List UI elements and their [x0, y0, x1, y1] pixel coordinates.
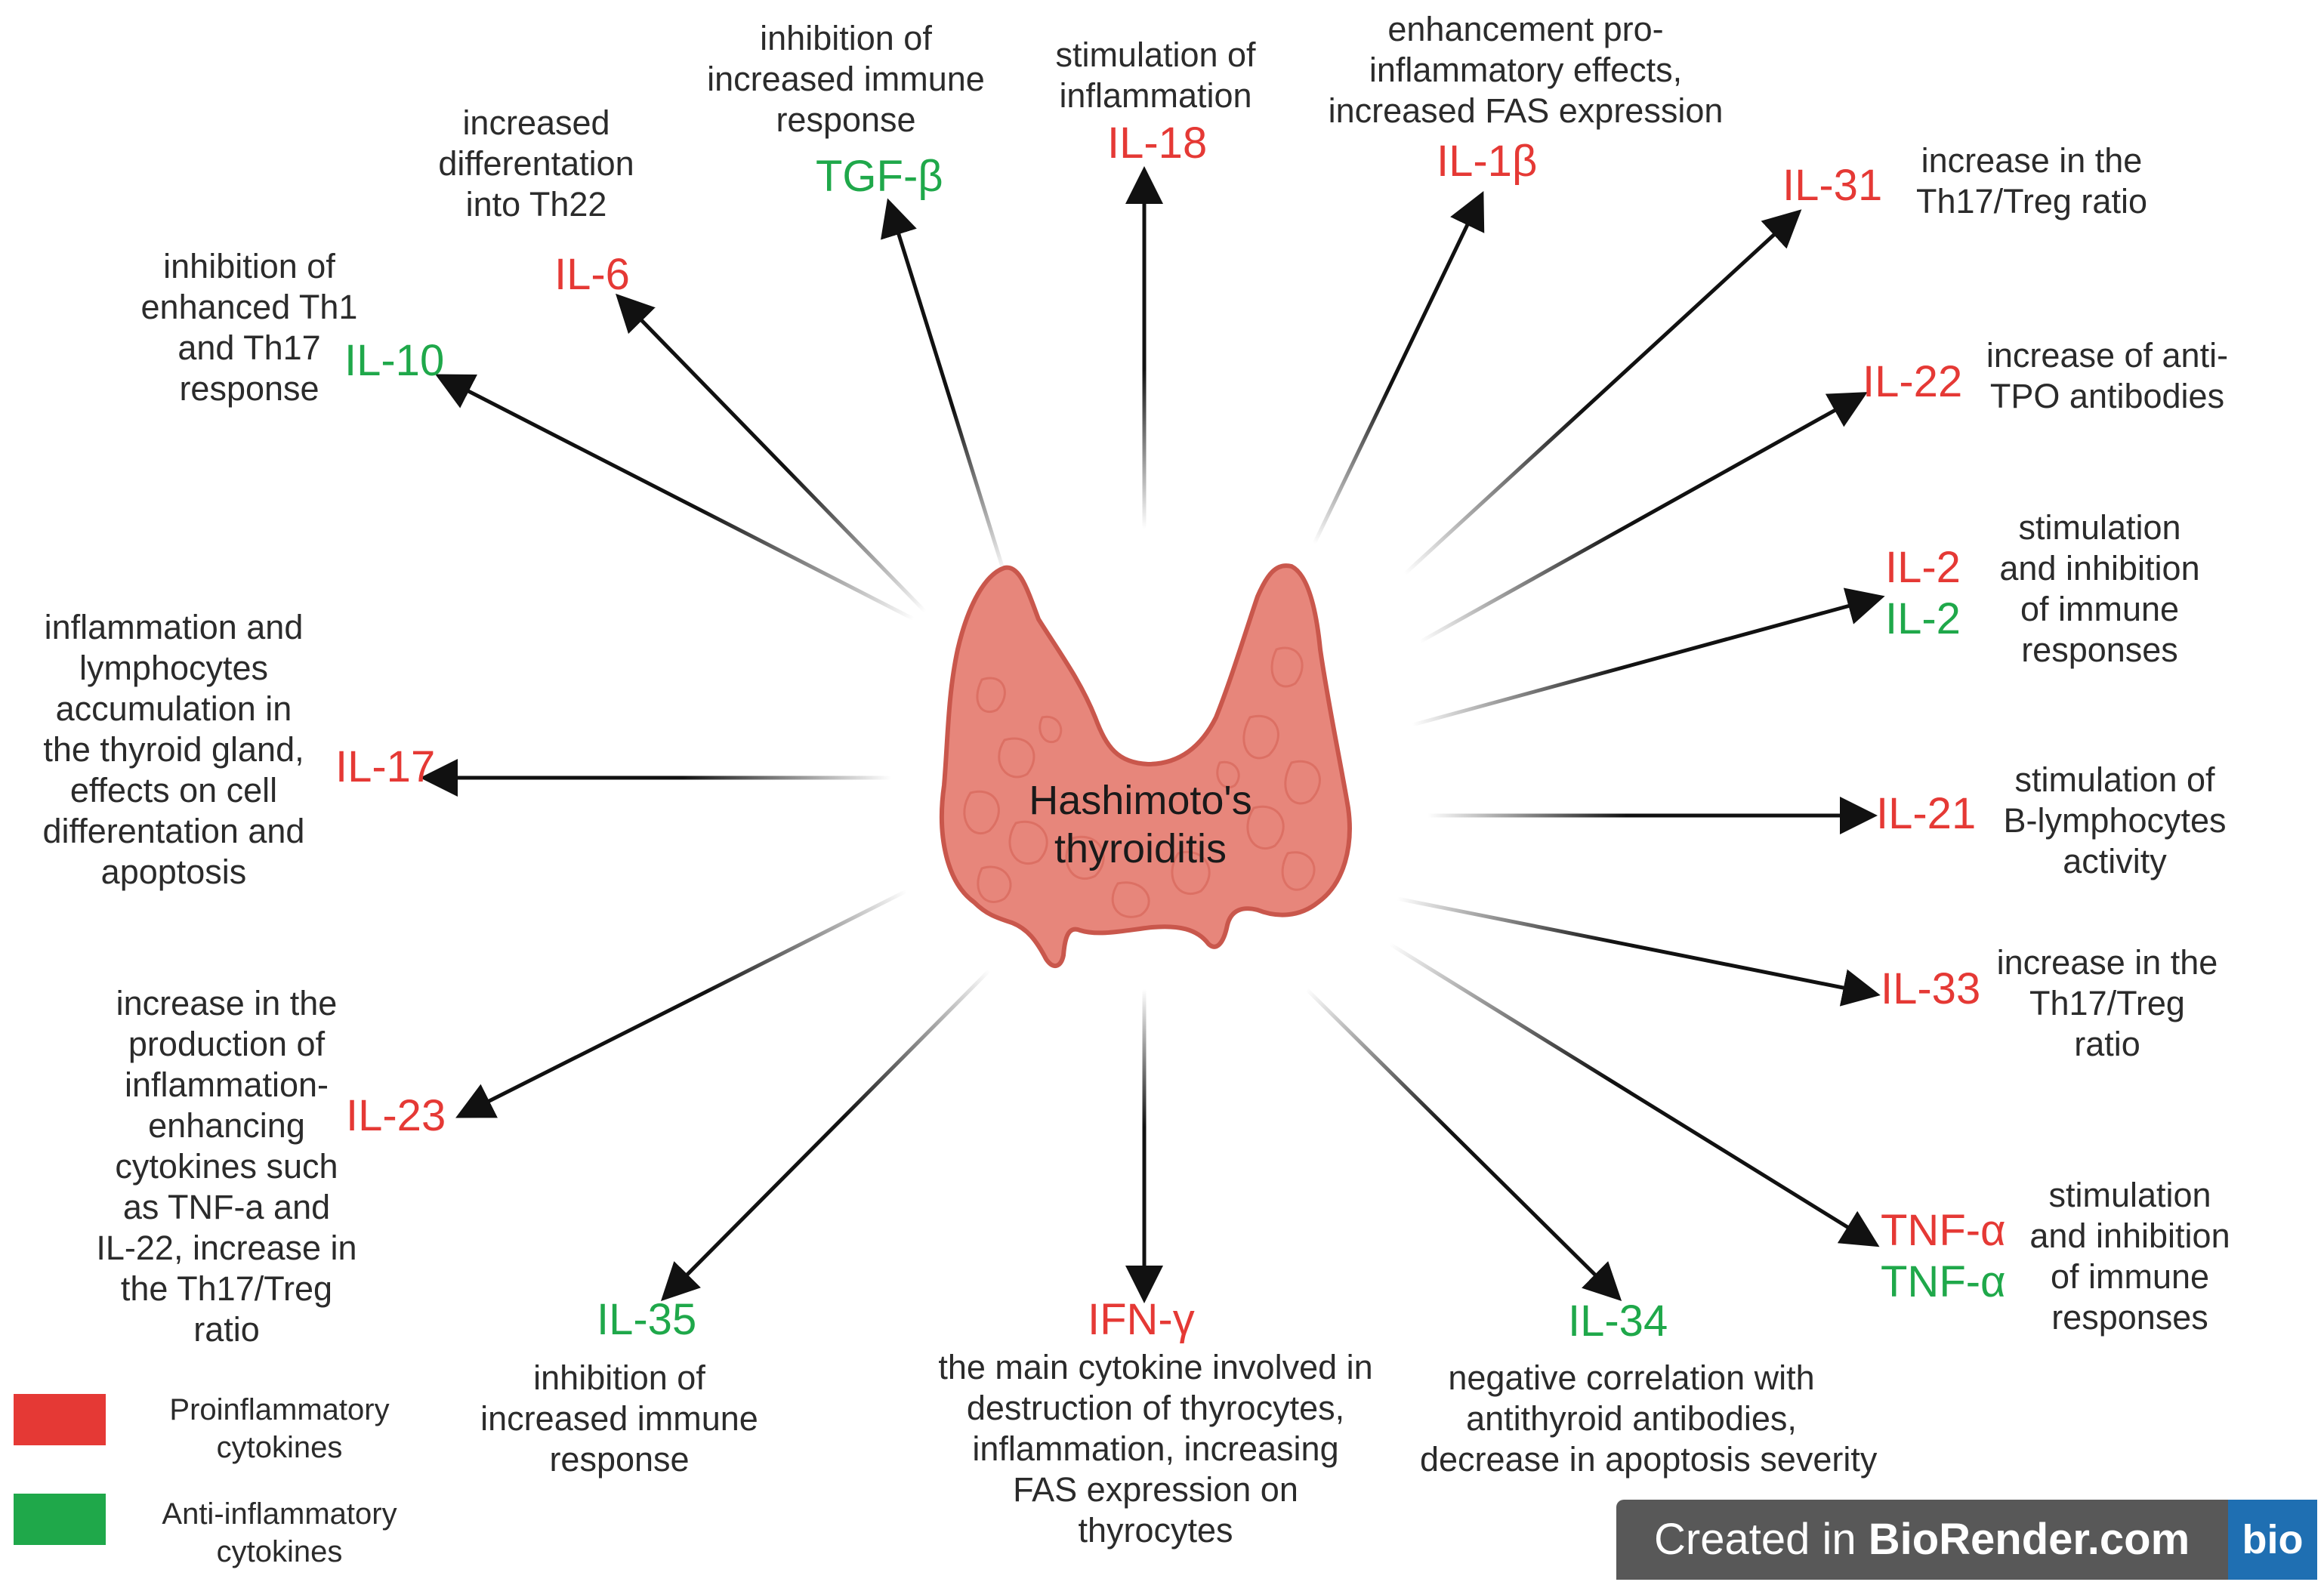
il17-label: IL-17 [335, 742, 436, 791]
il35-arrow [660, 969, 991, 1302]
il1b-arrow [1312, 190, 1485, 545]
il31-label: IL-31 [1782, 161, 1883, 210]
il2-arrow [1412, 587, 1885, 727]
il6-label: IL-6 [554, 250, 630, 299]
il23-description: increase in the production of inflammati… [96, 984, 357, 1349]
il35-description: inhibition of increased immune response [480, 1358, 758, 1479]
biorender-logo: bio [2228, 1500, 2317, 1580]
center-title: Hashimoto's thyroiditis [1012, 776, 1269, 873]
il18-description: stimulation of inflammation [1055, 35, 1256, 115]
il23-label: IL-23 [346, 1091, 446, 1140]
biorender-badge[interactable]: Created in BioRender.com bio [1616, 1500, 2317, 1580]
tnfa-anti-label: TNF-α [1881, 1257, 2006, 1306]
center-title-line1: Hashimoto's [1029, 778, 1252, 823]
il35-label: IL-35 [597, 1295, 697, 1344]
legend-anti-label: Anti-inflammatory cytokines [162, 1497, 397, 1568]
il34-label: IL-34 [1568, 1297, 1668, 1346]
thyroid-gland-icon [939, 563, 1352, 968]
il31-description: increase in the Th17/Treg ratio [1916, 141, 2147, 220]
il23-arrow [455, 889, 908, 1118]
tnfa-description: stimulation and inhibition of immune res… [2029, 1176, 2230, 1337]
il22-description: increase of anti- TPO antibodies [1986, 336, 2229, 415]
ifng-description: the main cytokine involved in destructio… [938, 1348, 1373, 1550]
tgfb-description: inhibition of increased immune response [707, 19, 985, 139]
il22-label: IL-22 [1863, 357, 1963, 406]
il22-arrow [1418, 392, 1868, 644]
il17-description: inflammation and lymphocytes accumulatio… [42, 608, 305, 891]
il10-label: IL-10 [344, 336, 445, 385]
il6-description: increased differentation into Th22 [438, 103, 634, 224]
tnfa-arrow [1388, 942, 1880, 1247]
legend-anti-swatch [14, 1494, 106, 1545]
il33-arrow [1397, 896, 1881, 1007]
tgfb-label: TGF-β [816, 152, 943, 201]
il31-arrow [1403, 209, 1802, 575]
il2-pro-label: IL-2 [1885, 543, 1961, 592]
center-title-line2: thyroiditis [1054, 826, 1227, 871]
il10-description: inhibition of enhanced Th1 and Th17 resp… [140, 247, 358, 408]
legend-pro-label: Proinflammatory cytokines [169, 1393, 390, 1464]
tgfb-arrow [881, 198, 1007, 575]
il10-arrow [435, 374, 915, 621]
il33-description: increase in the Th17/Treg ratio [1996, 943, 2218, 1063]
il6-arrow [616, 293, 927, 613]
il34-description: negative correlation with antithyroid an… [1420, 1358, 1878, 1479]
il2-anti-label: IL-2 [1885, 594, 1961, 643]
il21-label: IL-21 [1876, 789, 1977, 838]
il34-arrow [1305, 988, 1622, 1302]
biorender-badge-text: Created in BioRender.com [1654, 1515, 2190, 1564]
il2-description: stimulation and inhibition of immune res… [1999, 508, 2200, 669]
arrows-group [420, 166, 1885, 1303]
ifng-label: IFN-γ [1088, 1295, 1195, 1344]
il33-label: IL-33 [1881, 964, 1981, 1013]
il1b-description: enhancement pro- inflammatory effects, i… [1328, 10, 1724, 130]
legend-pro-swatch [14, 1394, 106, 1445]
il21-description: stimulation of B-lymphocytes activity [2003, 760, 2227, 880]
tnfa-pro-label: TNF-α [1881, 1206, 2006, 1255]
il18-label: IL-18 [1107, 119, 1208, 168]
il1b-label: IL-1β [1437, 137, 1538, 186]
